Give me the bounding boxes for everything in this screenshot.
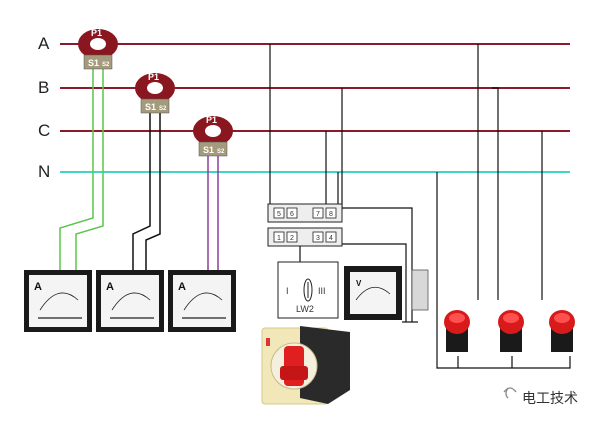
lamp-wiring — [436, 44, 571, 369]
ammeter-3-unit: A — [178, 281, 186, 293]
current-transformer-c: P1 S1 S2 — [193, 115, 233, 157]
bus-label-n: N — [38, 162, 51, 181]
ct-a-secondary-label: S1 — [88, 58, 99, 68]
current-transformer-b: P1 S1 S2 — [135, 72, 175, 114]
terminal-4: 4 — [329, 235, 333, 242]
ct-c-secondary-label: S1 — [203, 145, 214, 155]
terminal-1: 1 — [277, 235, 281, 242]
switch-label: LW2 — [296, 304, 314, 314]
ammeter-1: A — [24, 270, 92, 332]
indicator-lamp-c — [549, 310, 575, 352]
indicator-lamp-a — [444, 310, 470, 352]
ct-c-primary-label: P1 — [206, 115, 217, 125]
ct-b-primary-label: P1 — [148, 72, 159, 82]
ct-wires-c — [207, 150, 219, 272]
watermark-logo-icon — [503, 387, 517, 399]
ct-wires-a — [59, 60, 104, 272]
switch-right-mark: III — [318, 286, 326, 296]
ct-a-primary-label: P1 — [91, 28, 102, 38]
ammeter-2: A — [96, 270, 164, 332]
ct-b-secondary-label-2: S2 — [159, 106, 167, 112]
terminal-5: 5 — [277, 211, 281, 218]
bus-label-b: B — [38, 78, 50, 97]
switch-left-mark: I — [286, 286, 289, 296]
watermark-text: 电工技术 — [522, 391, 578, 407]
ct-a-secondary-label-2: S2 — [102, 62, 110, 68]
terminal-2: 2 — [290, 235, 294, 242]
selector-switch-terminals: 5 6 7 8 1 2 3 4 — [267, 203, 343, 247]
ammeter-1-unit: A — [34, 281, 42, 293]
bus-label-a: A — [38, 34, 50, 53]
ct-wires-b — [132, 105, 161, 272]
ct-c-secondary-label-2: S2 — [217, 149, 225, 155]
terminal-6: 6 — [290, 211, 294, 218]
terminal-7: 7 — [316, 211, 320, 218]
selector-switch-faceplate: I III LW2 — [277, 261, 339, 319]
voltmeter-unit: V — [356, 279, 362, 288]
ct-b-secondary-label: S1 — [145, 102, 156, 112]
indicator-lamp-b — [498, 310, 524, 352]
bus-label-c: C — [38, 121, 51, 140]
ammeter-3: A — [168, 270, 236, 332]
terminal-8: 8 — [329, 211, 333, 218]
current-transformer-a: P1 S1 S2 — [78, 28, 118, 70]
voltmeter: V — [344, 266, 429, 320]
rotary-switch-photo — [261, 326, 350, 405]
terminal-3: 3 — [316, 235, 320, 242]
ammeter-2-unit: A — [106, 281, 114, 293]
